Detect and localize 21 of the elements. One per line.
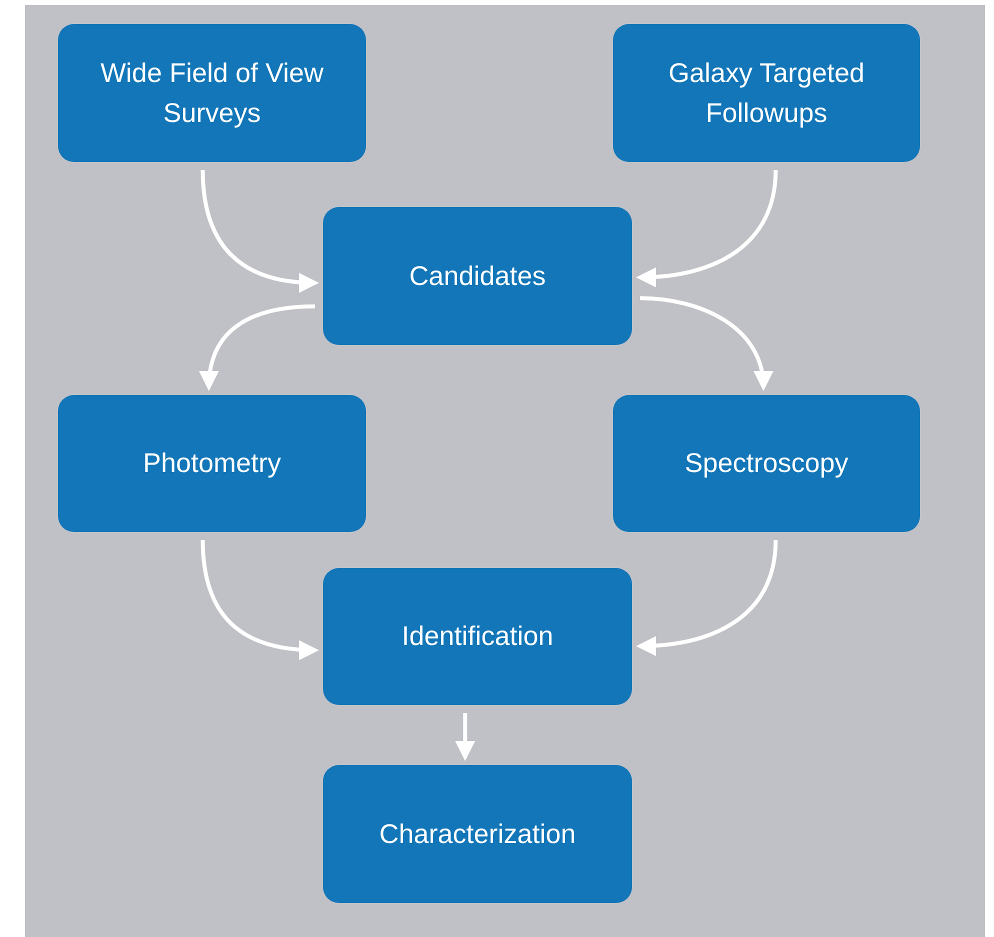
process-box (613, 395, 920, 532)
process-box (323, 765, 632, 903)
process-box (58, 395, 366, 532)
arrow (200, 304, 316, 391)
box-label: Photometry (142, 447, 282, 480)
box-label: Wide Field of View Surveys (99, 56, 325, 130)
box-label: Galaxy Targeted Followups (667, 56, 866, 130)
arrow (636, 170, 778, 287)
process-box (58, 24, 366, 162)
arrow (640, 296, 772, 391)
box-label: Characterization (379, 818, 576, 851)
arrow (200, 540, 319, 660)
process-box (323, 568, 632, 705)
arrow (636, 540, 778, 656)
arrow (455, 713, 476, 761)
box-label: Candidates (409, 260, 546, 293)
box-label: Spectroscopy (684, 447, 848, 480)
process-box (323, 207, 632, 345)
process-box (613, 24, 920, 162)
arrow (200, 170, 319, 292)
box-label: Identification (402, 620, 554, 654)
